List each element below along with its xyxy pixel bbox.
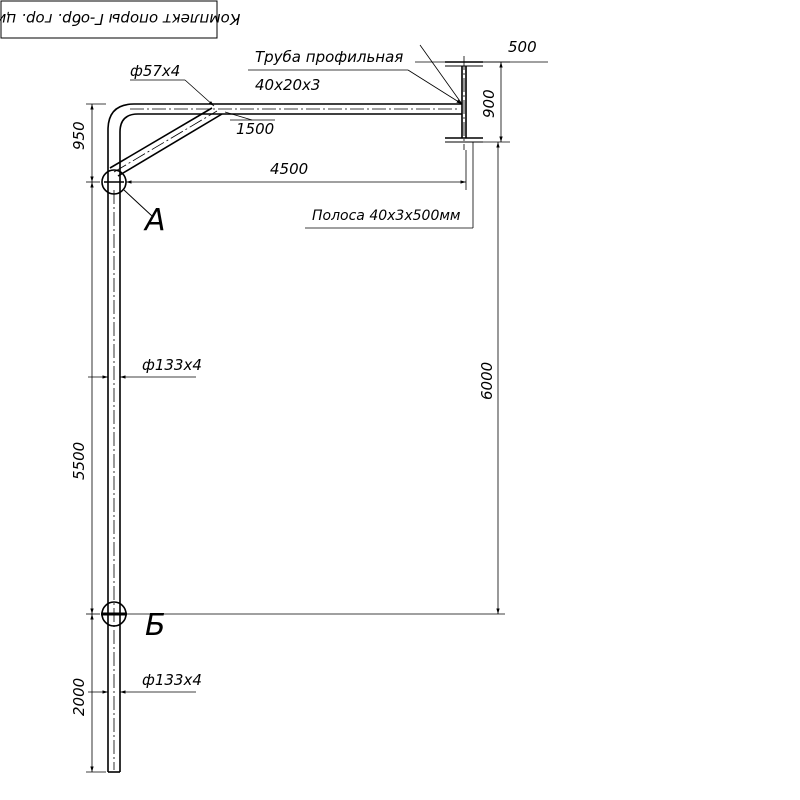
tube-profile-label: Труба профильная [255, 48, 403, 66]
tube-profile-size: 40х20х3 [255, 76, 320, 94]
pipe-callout-lower: ф133х4 [88, 671, 202, 694]
strip-label: Полоса 40х3х500мм [312, 208, 461, 224]
title-block: Комплект опоры Г-обр. гор. цинк [0, 0, 240, 39]
dim-950: 950 [70, 103, 106, 183]
dim-5500-text: 5500 [70, 442, 88, 480]
end-bracket [445, 56, 483, 150]
title-frame [0, 0, 218, 39]
node-b-label: Б [145, 608, 166, 643]
dim-900-text: 900 [480, 89, 498, 118]
dim-950-text: 950 [70, 121, 88, 150]
dim-2000-text: 2000 [70, 678, 88, 716]
brace [109, 107, 223, 177]
node-a: А [101, 169, 166, 238]
dim-5500: 5500 [70, 182, 100, 615]
dim-1500: 1500 [224, 111, 275, 138]
leader-strip: Полоса 40х3х500мм [305, 142, 474, 229]
pipe-upper-text: ф133х4 [142, 356, 202, 374]
node-a-label: А [143, 203, 166, 238]
leader-bracket-pipe: ф57х4 [130, 62, 215, 107]
pole [107, 182, 121, 773]
dim-2000: 2000 [70, 614, 106, 773]
pipe-lower-text: ф133х4 [142, 671, 202, 689]
pipe-callout-upper: ф133х4 [88, 356, 202, 379]
dim-500: 500 [415, 38, 548, 105]
dim-4500: 4500 [126, 150, 467, 190]
dim-6000: 6000 [126, 142, 505, 615]
bracket-pipe-label: ф57х4 [130, 62, 180, 80]
dim-900: 900 [480, 61, 510, 143]
dim-1500-text: 1500 [236, 120, 274, 138]
title-text: Комплект опоры Г-обр. гор. цинк [0, 10, 240, 28]
node-b: Б [101, 601, 166, 643]
leader-tube-profile: Труба профильная 40х20х3 [248, 48, 463, 105]
dim-4500-text: 4500 [270, 160, 308, 178]
arm [107, 103, 462, 182]
dim-500-text: 500 [508, 38, 537, 56]
dim-6000-text: 6000 [478, 362, 496, 400]
